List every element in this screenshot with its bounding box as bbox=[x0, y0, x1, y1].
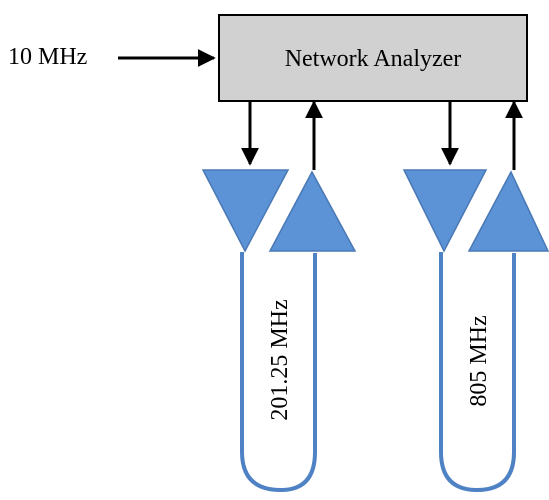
channel-1-frequency-label: 201.25 MHz bbox=[267, 299, 293, 420]
channel-1-rx-amplifier-icon bbox=[268, 170, 357, 252]
channel-2-rx-amplifier-icon bbox=[467, 170, 549, 252]
channel-1-cable-loop bbox=[240, 252, 317, 493]
channel-2-frequency-label: 805 MHz bbox=[466, 315, 492, 406]
channel-2-tx-amplifier-icon bbox=[402, 169, 488, 253]
reference-input-label: 10 MHz bbox=[8, 44, 87, 70]
network-analyzer-box bbox=[218, 14, 528, 102]
network-analyzer-label: Network Analyzer bbox=[285, 46, 462, 72]
channel-2-cable-loop bbox=[439, 252, 516, 493]
channel-1-tx-amplifier-icon bbox=[201, 169, 290, 253]
